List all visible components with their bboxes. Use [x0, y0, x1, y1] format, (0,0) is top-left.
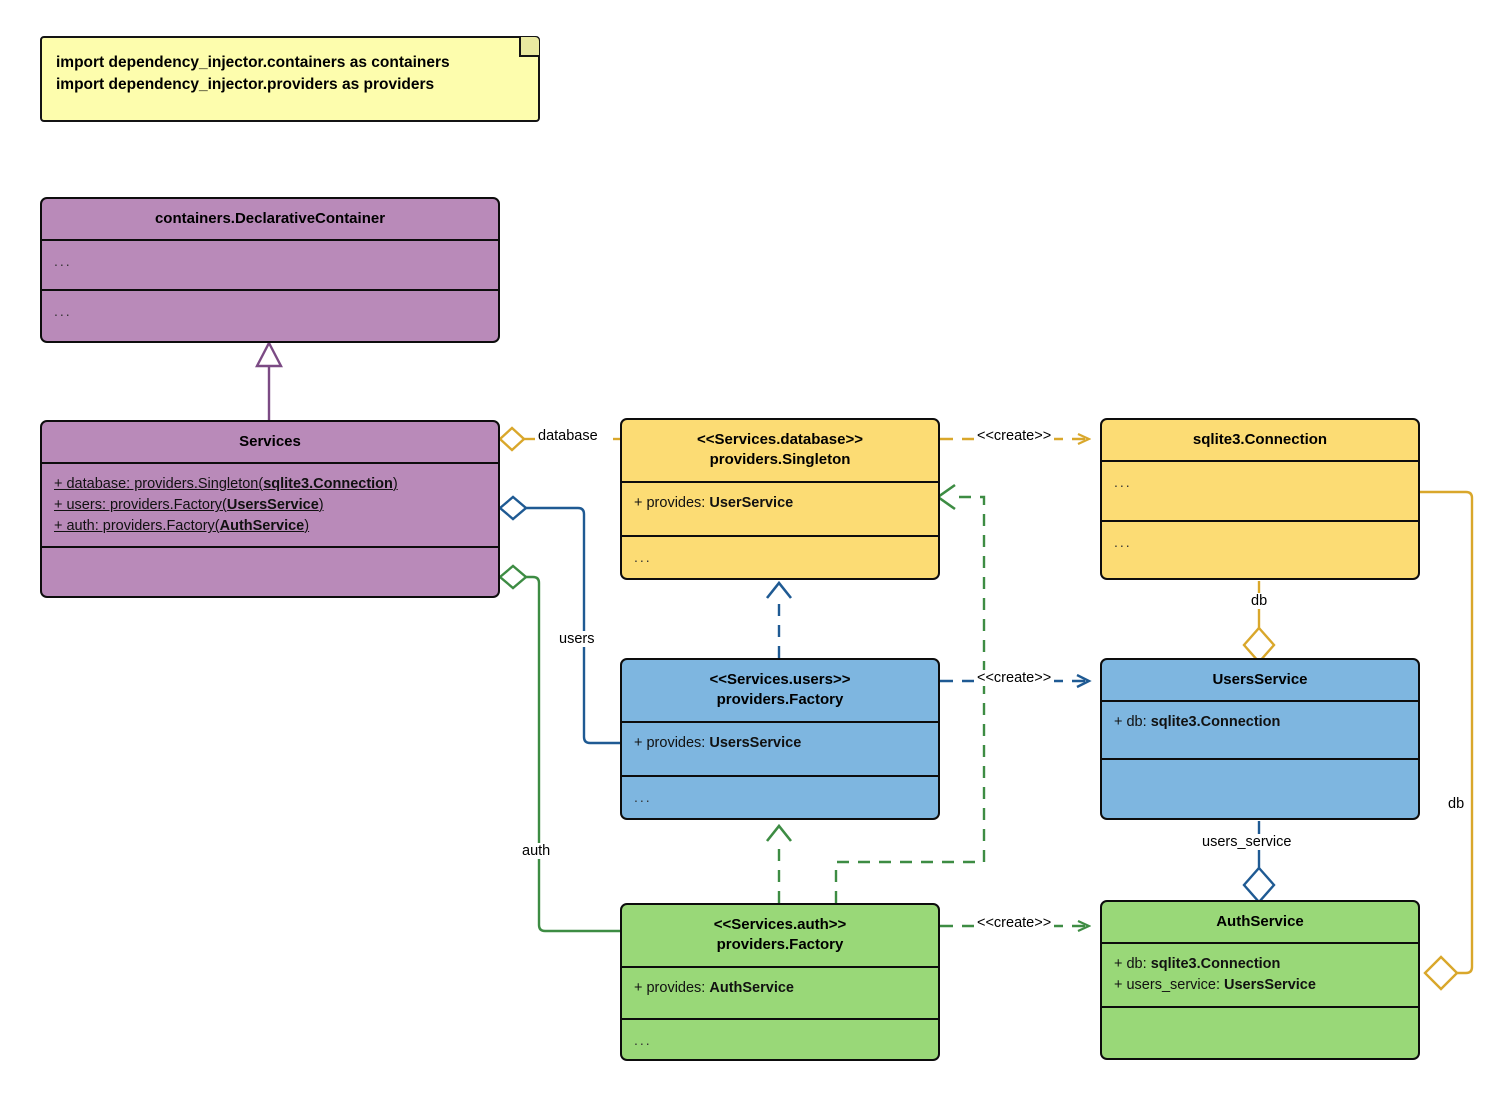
class-declarative-container[interactable]: containers.DeclarativeContainer ... ...: [40, 197, 500, 343]
stereotype-line: <<Services.users>>: [709, 671, 851, 688]
edge-inheritance-services-container: [255, 340, 283, 420]
class-auth-service[interactable]: AuthService + db: sqlite3.Connection + u…: [1100, 900, 1420, 1060]
edge-label-db-auth: db: [1445, 796, 1468, 812]
edge-label-users-service: users_service: [1199, 834, 1295, 850]
attribute-db: + db: sqlite3.Connection: [1114, 956, 1281, 973]
compartment-attributes: ...: [54, 253, 72, 270]
compartment-attributes: + database: providers.Singleton(sqlite3.…: [42, 464, 498, 546]
compartment-operations: [1102, 1006, 1418, 1054]
attribute-users-service: + users_service: UsersService: [1114, 977, 1316, 994]
edge-label-db-users: db: [1248, 593, 1271, 609]
compartment-attributes: + db: sqlite3.Connection: [1102, 702, 1418, 758]
class-services-users-provider[interactable]: <<Services.users>> providers.Factory + p…: [620, 658, 940, 820]
stereotype-line: <<Services.auth>>: [713, 916, 847, 933]
compartment-operations: [42, 546, 498, 588]
class-header-auth-service: AuthService: [1102, 902, 1418, 945]
edge-label-users: users: [556, 631, 598, 647]
edge-aggregation-users: [498, 495, 620, 745]
edge-label-create-auth: <<create>>: [974, 915, 1055, 931]
type-line: providers.Factory: [716, 936, 844, 954]
attribute-provides: + provides: AuthService: [634, 979, 794, 996]
type-line: providers.Factory: [716, 691, 844, 709]
note-line-2: import dependency_injector.providers as …: [56, 76, 435, 94]
class-header-services-auth: <<Services.auth>> providers.Factory: [622, 905, 938, 968]
class-header-services: Services: [42, 422, 498, 465]
class-header-services-database: <<Services.database>> providers.Singleto…: [622, 420, 938, 483]
attribute-provides: + provides: UserService: [634, 494, 794, 511]
edge-dependency-users-to-database: [765, 580, 793, 658]
compartment-attributes: + provides: UserService: [622, 483, 938, 535]
compartment-operations: [1102, 758, 1418, 818]
class-services-auth-provider[interactable]: <<Services.auth>> providers.Factory + pr…: [620, 903, 940, 1061]
compartment-operations: ...: [622, 774, 938, 819]
edge-aggregation-db-auth: [1419, 490, 1474, 991]
class-header-services-users: <<Services.users>> providers.Factory: [622, 660, 938, 723]
compartment-attributes: + provides: AuthService: [622, 968, 938, 1018]
edge-label-create-users: <<create>>: [974, 670, 1055, 686]
edge-label-auth: auth: [519, 843, 554, 859]
class-sqlite3-connection[interactable]: sqlite3.Connection ... ...: [1100, 418, 1420, 580]
attribute-users: + users: providers.Factory(UsersService): [54, 497, 324, 514]
class-header-sqlite3-connection: sqlite3.Connection: [1102, 420, 1418, 463]
compartment-operations: ...: [622, 534, 938, 579]
edge-label-database: database: [535, 428, 601, 444]
class-users-service[interactable]: UsersService + db: sqlite3.Connection: [1100, 658, 1420, 820]
class-services[interactable]: Services + database: providers.Singleton…: [40, 420, 500, 598]
edge-label-create-database: <<create>>: [974, 428, 1055, 444]
compartment-attributes: + provides: UsersService: [622, 723, 938, 775]
attribute-db: + db: sqlite3.Connection: [1114, 714, 1281, 731]
compartment-operations: ...: [1102, 520, 1418, 578]
type-line: providers.Singleton: [709, 451, 851, 469]
class-header-declarative-container: containers.DeclarativeContainer: [42, 199, 498, 242]
note-dogear-icon: [519, 37, 539, 57]
note-line-1: import dependency_injector.containers as…: [56, 54, 450, 71]
class-services-database-provider[interactable]: <<Services.database>> providers.Singleto…: [620, 418, 940, 580]
compartment-attributes: ...: [1114, 474, 1132, 491]
imports-note: import dependency_injector.containers as…: [40, 36, 540, 122]
class-header-users-service: UsersService: [1102, 660, 1418, 703]
attribute-database: + database: providers.Singleton(sqlite3.…: [54, 476, 398, 493]
compartment-operations: ...: [622, 1017, 938, 1060]
stereotype-line: <<Services.database>>: [697, 431, 863, 448]
attribute-auth: + auth: providers.Factory(AuthService): [54, 518, 310, 535]
compartment-attributes: + db: sqlite3.Connection + users_service…: [1102, 944, 1418, 1006]
compartment-operations: ...: [42, 289, 498, 337]
edge-aggregation-auth: [498, 564, 620, 933]
edge-dependency-auth-to-users: [765, 823, 793, 903]
attribute-provides: + provides: UsersService: [634, 734, 802, 751]
